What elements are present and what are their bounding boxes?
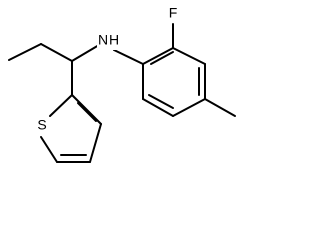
bond-nh-to-aryl xyxy=(113,49,144,65)
nh-label-background xyxy=(97,30,119,50)
bond-ring-c4-c5 xyxy=(172,98,206,117)
fluorine-label-background xyxy=(165,5,181,23)
nitrogen-label: N xyxy=(98,32,108,48)
bond-aryl-to-methyl xyxy=(204,98,236,117)
bond-ring-c5-c6 xyxy=(142,98,174,117)
bond-thiophene-c3-c2 xyxy=(71,94,102,125)
chemical-structure-diagram: N H F S xyxy=(8,5,236,163)
bond-thiophene-c4-c3 xyxy=(89,123,102,163)
bond-thiophene-inner-c2-c3 xyxy=(77,102,97,122)
bond-ethyl-to-methine xyxy=(40,43,73,62)
sulfur-label-background xyxy=(34,117,50,135)
bond-ethyl-terminal xyxy=(8,43,42,61)
bond-ring-c1-c2 xyxy=(142,47,174,65)
sulfur-label: S xyxy=(37,117,46,133)
bond-methine-to-nh xyxy=(71,44,100,62)
bond-thiophene-s-c5 xyxy=(40,136,58,163)
bond-thiophene-c2-s xyxy=(49,94,73,117)
bond-ring-inner-c5-c6 xyxy=(148,94,174,109)
hydrogen-label: H xyxy=(109,32,119,48)
bond-ring-c2-c3 xyxy=(172,47,206,65)
fluorine-label: F xyxy=(169,5,178,21)
bond-ring-inner-c1-c2 xyxy=(150,51,174,65)
